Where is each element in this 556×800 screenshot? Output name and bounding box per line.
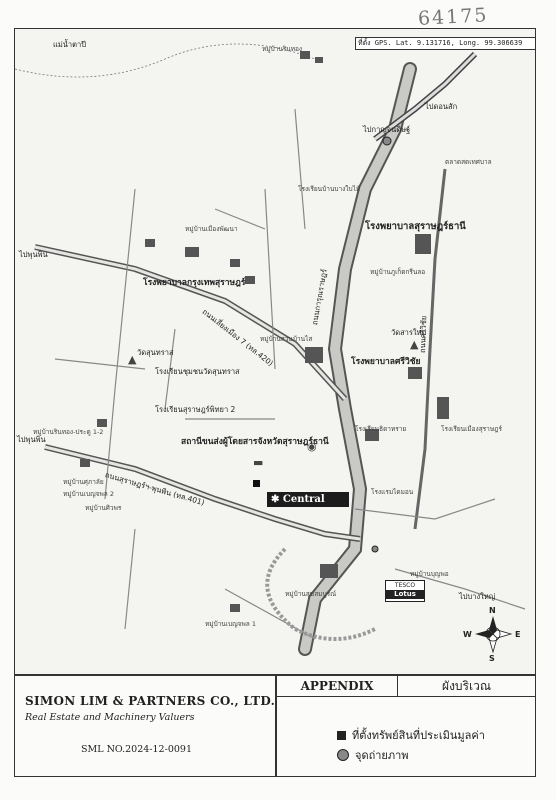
label-wat-sakhon: วัดสุนทราส xyxy=(137,348,174,357)
label-village-3: หมู่บ้านภูเก็ตกรีนลอ xyxy=(370,268,426,276)
company-tagline: Real Estate and Machinery Valuers xyxy=(25,712,195,723)
property-square-icon xyxy=(337,730,346,740)
road-east xyxy=(413,168,447,530)
location-map: ที่ตั้ง GPS. Lat. 9.131716, Long. 99.306… xyxy=(14,28,536,675)
label-village-7: หมู่บ้านเมืองพัฒนา xyxy=(185,225,238,233)
compass-north: N xyxy=(489,606,496,615)
handwritten-number: 64175 xyxy=(417,4,489,30)
legend-property: ที่ตั้งทรัพย์สินที่ประเมินมูลค่า xyxy=(337,726,485,744)
label-school-muang: โรงเรียนเมืองสุราษฎร์ xyxy=(441,425,502,433)
label-to-donsak: ไปดอนสัก xyxy=(425,102,458,111)
river xyxy=(15,43,316,78)
label-hospital-thani: โรงพยาบาลสุราษฎร์ธานี xyxy=(365,221,466,232)
police-icon: ◉ xyxy=(307,440,317,453)
label-hospital-bangkok: โรงพยาบาลกรุงเทพสุราษฎร์ xyxy=(143,278,246,288)
label-village-2: หมู่บ้านบุญพอ xyxy=(410,570,449,578)
label-school-thai: โรงเรียนธิดาทราย xyxy=(355,425,407,433)
compass-east: E xyxy=(515,630,521,639)
map-roads xyxy=(15,43,526,656)
compass-south: S xyxy=(489,654,495,663)
property-marker xyxy=(253,480,260,487)
photo-point-icon xyxy=(337,749,349,761)
legend-photo: จุดถ่ายภาพ xyxy=(337,746,409,764)
label-wat-sai: วัดสารใหม่ xyxy=(391,328,427,337)
lotus-top-text: TESCO xyxy=(394,582,416,589)
compass-rose xyxy=(475,616,513,654)
label-village-11: หมู่บ้านศิวพร xyxy=(85,504,122,512)
label-village-9: หมู่บ้านศุภาลัย xyxy=(63,478,104,486)
label-school-surat2: โรงเรียนสุราษฎร์พิทยา 2 xyxy=(155,405,236,414)
label-village-6: หมู่บ้านสวนบ้านไส xyxy=(260,335,313,343)
label-hospital-sriwichai: โรงพยาบาลศรีวิชัย xyxy=(351,357,421,367)
temple-icon: ▲ xyxy=(128,353,137,366)
gps-coordinates: ที่ตั้ง GPS. Lat. 9.131716, Long. 99.306… xyxy=(355,37,535,50)
central-logo: ✱ Central xyxy=(267,492,349,507)
legend-property-text: ที่ตั้งทรัพย์สินที่ประเมินมูลค่า xyxy=(352,729,485,742)
label-hotel: โรงแรมไดมอน xyxy=(371,488,414,496)
label-road-sri: ถนนศรีวิชัย xyxy=(418,315,429,354)
legend-photo-text: จุดถ่ายภาพ xyxy=(355,749,409,762)
label-to-pun: ไปพุนพิน xyxy=(19,250,48,259)
central-text: Central xyxy=(282,494,325,505)
label-village-5: หมู่บ้านเบญจพล 1 xyxy=(205,620,256,628)
photo-point xyxy=(382,136,392,146)
label-village-8: หมู่บ้านรินทอง-ประตู 1-2 xyxy=(33,428,104,436)
label-village-10: หมู่บ้านเบญจพล 2 xyxy=(63,490,114,498)
plan-title: ผังบริเวณ xyxy=(398,676,535,697)
lotus-text: Lotus xyxy=(386,590,424,599)
footer-divider xyxy=(275,676,277,776)
label-to-bangyai: ไปบางใหญ่ xyxy=(459,592,496,601)
label-village-4: หมู่บ้านสุขสมบูรณ์ xyxy=(285,590,337,598)
appendix-title: APPENDIX xyxy=(277,676,398,697)
label-police-station: สถานีขนส่งผู้โดยสารจังหวัดสุราษฎร์ธานี xyxy=(181,437,329,447)
label-market: ตลาดสดเทศบาล xyxy=(445,158,492,166)
minor-roads xyxy=(54,108,526,640)
label-school-salamay: โรงเรียนบ้านบางใบไม้ xyxy=(298,185,361,193)
bus-icon: ▬ xyxy=(253,456,264,469)
company-name: SIMON LIM & PARTNERS CO., LTD. xyxy=(25,694,276,708)
footer-panel: SIMON LIM & PARTNERS CO., LTD. Real Esta… xyxy=(14,675,536,777)
building-clusters xyxy=(80,51,449,612)
compass-west: W xyxy=(463,630,472,639)
label-to-pun-2: ไปพุนพิน xyxy=(17,435,46,444)
temple-icon-2: ▲ xyxy=(410,338,419,351)
label-bay: แม่น้ำตาปี xyxy=(53,40,86,49)
label-to-kanchanadit: ไปกาญจนดิษฐ์ xyxy=(363,125,411,134)
label-village-1: หมู่บ้านรินทอง xyxy=(262,45,303,53)
lotus-logo: TESCO Lotus xyxy=(385,580,425,602)
reference-number: SML NO.2024-12-0091 xyxy=(81,744,192,755)
label-school-wat: โรงเรียนชุมชนวัดสุนทราส xyxy=(155,367,240,376)
